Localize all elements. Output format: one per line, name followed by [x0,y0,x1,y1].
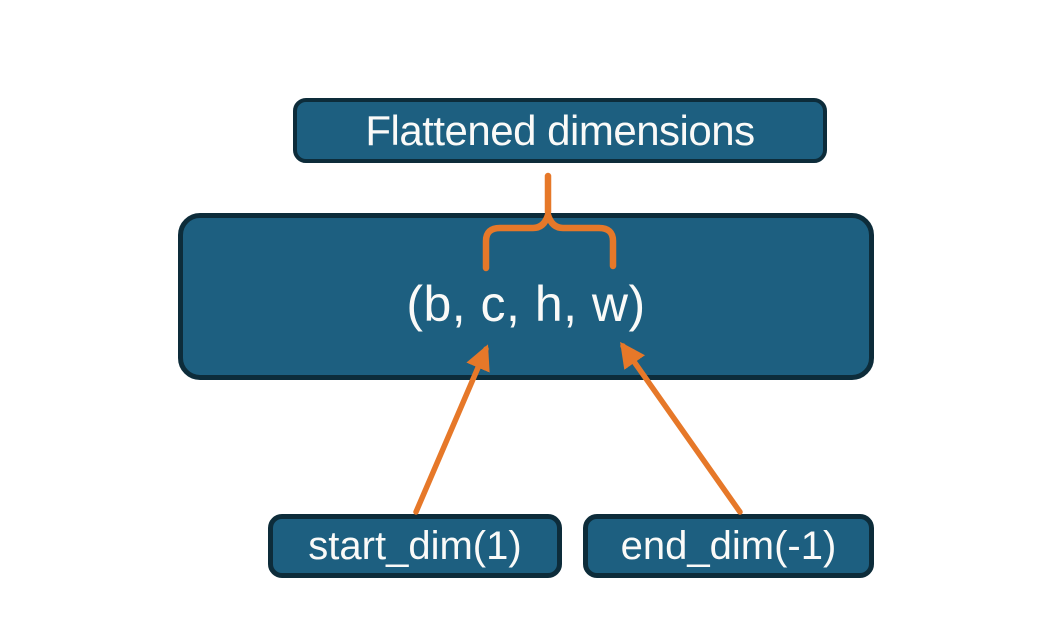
end-dim-node: end_dim(-1) [583,514,874,578]
end-dim-label: end_dim(-1) [620,523,837,568]
start-dim-label: start_dim(1) [308,523,522,568]
start-dim-node: start_dim(1) [268,514,562,578]
tensor-shape-label: (b, c, h, w) [406,275,646,332]
flattened-dimensions-node: Flattened dimensions [293,98,827,163]
flattened-dimensions-label: Flattened dimensions [365,106,755,154]
tensor-shape-node: (b, c, h, w) [178,213,874,380]
